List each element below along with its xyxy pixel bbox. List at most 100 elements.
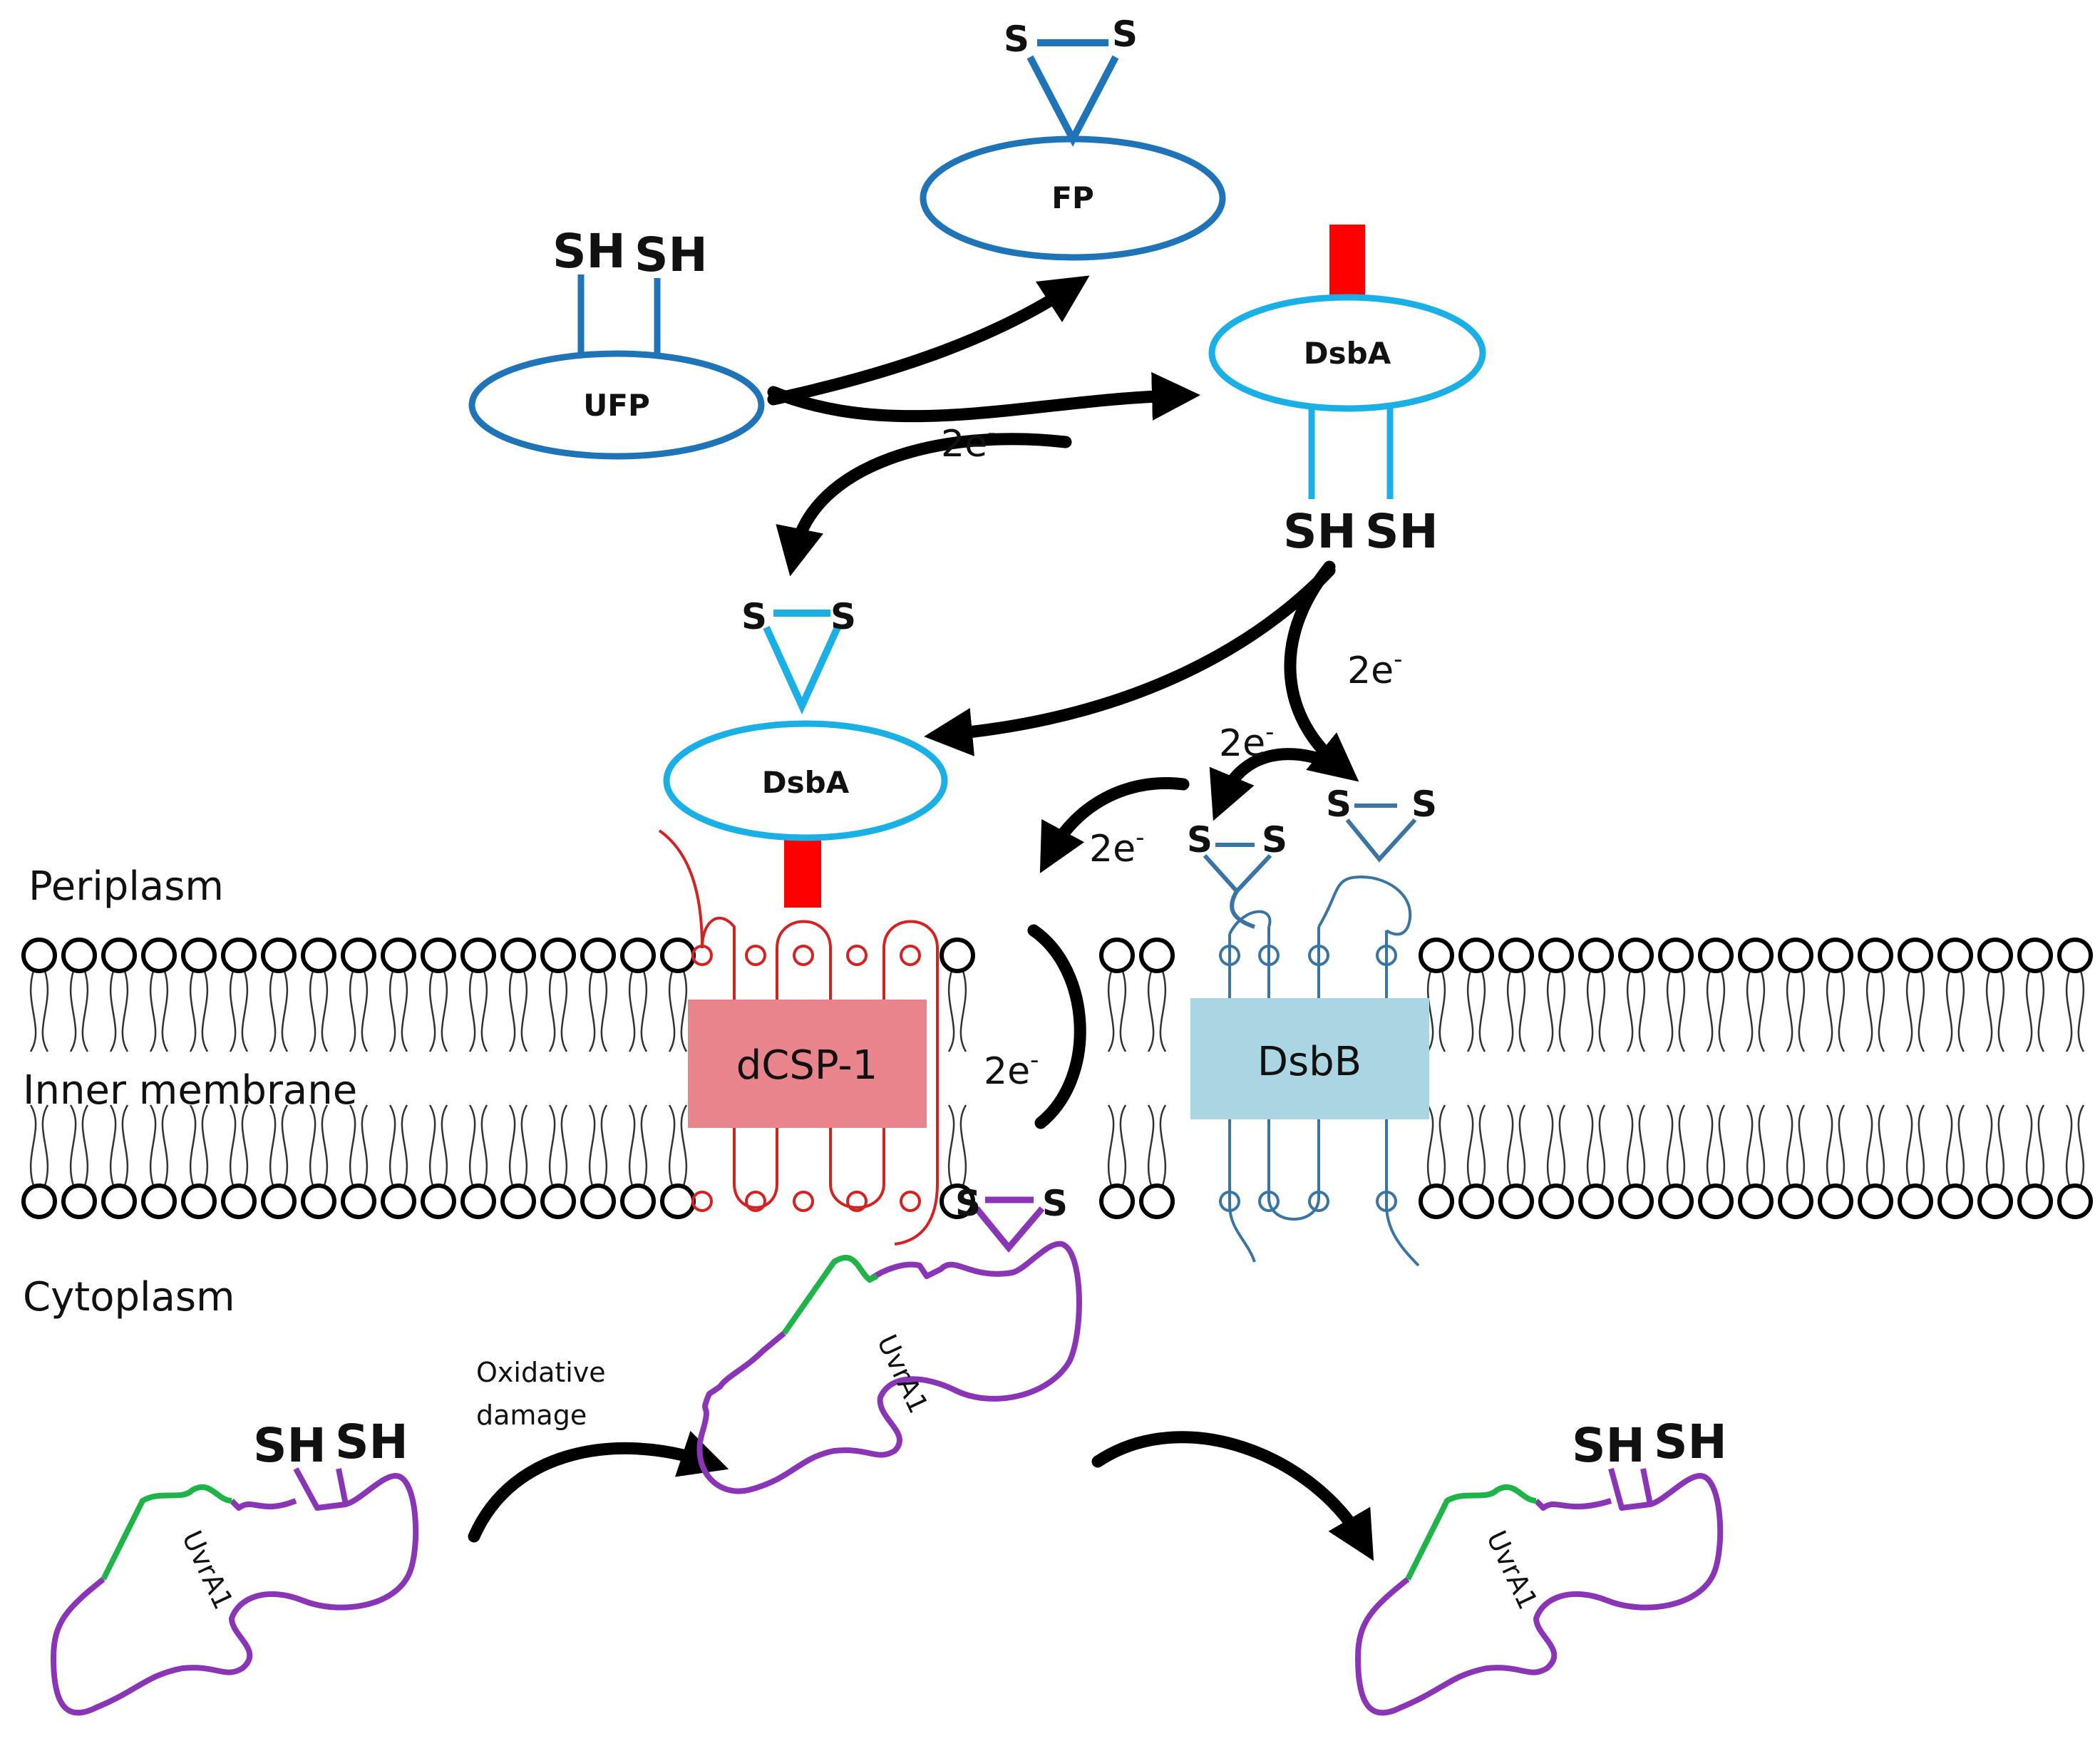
lipid-lower bbox=[1738, 1104, 1774, 1219]
lipid-upper bbox=[1658, 938, 1694, 1052]
uvra1-center-s-left: S bbox=[955, 1183, 981, 1224]
uvra1-left-green-segment bbox=[101, 1484, 232, 1581]
lipid-upper bbox=[1578, 938, 1614, 1052]
lipid-lower bbox=[61, 1104, 97, 1219]
dsbb-loops bbox=[1219, 945, 1397, 1212]
dsbb-left-s2: S bbox=[1262, 819, 1287, 861]
lipid-upper bbox=[460, 938, 496, 1052]
region-label-cytoplasm: Cytoplasm bbox=[23, 1274, 235, 1320]
lipid-upper bbox=[500, 938, 536, 1052]
uvra1-right-sh-right: SH bbox=[1654, 1415, 1727, 1469]
lipid-lower bbox=[1937, 1104, 1973, 1219]
lipid-lower bbox=[1578, 1104, 1614, 1219]
electron-label-dsbb: 2e- bbox=[1219, 718, 1274, 765]
dcsp1-loop bbox=[793, 945, 814, 966]
dsbb-left-s1: S bbox=[1187, 819, 1213, 861]
ufp-label: UFP bbox=[583, 388, 650, 423]
lipid-upper bbox=[1977, 938, 2013, 1052]
dsbb-loop bbox=[1376, 945, 1397, 966]
lipid-lower bbox=[1818, 1104, 1853, 1219]
uvra1-right: SH SH UvrA1 bbox=[1355, 1415, 1727, 1716]
lipid-lower bbox=[540, 1104, 576, 1219]
dcsp1-label: dCSP-1 bbox=[736, 1042, 878, 1089]
dcsp1-box bbox=[688, 1000, 927, 1128]
electron-label-top: 2e- bbox=[941, 419, 996, 466]
lipid-lower bbox=[301, 1104, 336, 1219]
dcsp1-loop bbox=[745, 1191, 766, 1212]
lipid-upper bbox=[1538, 938, 1574, 1052]
electron-label-left: 2e- bbox=[1089, 823, 1144, 871]
lipid-upper bbox=[1898, 938, 1933, 1052]
dcsp1-loop bbox=[900, 1191, 921, 1212]
dsbb-disulfide-left: S S bbox=[1187, 819, 1287, 929]
lipid-upper bbox=[381, 938, 416, 1052]
region-label-periplasm: Periplasm bbox=[29, 863, 224, 910]
uvra1-left-sh-right: SH bbox=[335, 1415, 408, 1469]
electron-labels: 2e- 2e- 2e- 2e- 2e- bbox=[941, 419, 1402, 1093]
lipid-lower bbox=[181, 1104, 217, 1219]
dsba-reduced-sh-right: SH bbox=[1365, 504, 1438, 559]
dcsp1-loop bbox=[691, 1191, 713, 1212]
dsbb-loop bbox=[1219, 1191, 1240, 1212]
arrow-dsba-reduced-to-dsbb bbox=[924, 564, 1336, 756]
arrow-ufp-to-fp bbox=[767, 275, 1090, 406]
arrow-ufp-to-dsba-reduced bbox=[767, 371, 1200, 423]
lipid-upper bbox=[61, 938, 97, 1052]
dsba-oxidized-s-right: S bbox=[830, 596, 856, 637]
lipid-lower bbox=[1778, 1104, 1813, 1219]
lipid-lower bbox=[1139, 1104, 1175, 1219]
lipid-lower bbox=[1658, 1104, 1694, 1219]
dsbb-right-s1: S bbox=[1326, 784, 1352, 825]
dsbb-periplasmic-loop bbox=[1317, 875, 1412, 936]
dcsp1-loop bbox=[846, 1191, 868, 1212]
dsbb-loop bbox=[1308, 1191, 1329, 1212]
uvra1-center-green-segment bbox=[781, 1254, 878, 1335]
lower-leaflet-lipids bbox=[21, 1104, 2093, 1219]
lipid-upper bbox=[341, 938, 376, 1052]
lipid-lower bbox=[261, 1104, 297, 1219]
uvra1-center-disulfide bbox=[974, 1196, 1045, 1253]
arrow-dsbb-right-to-left bbox=[1209, 748, 1347, 821]
lipid-lower bbox=[2057, 1104, 2093, 1219]
electron-label-right: 2e- bbox=[1347, 645, 1402, 692]
dsba-oxidized-label: DsbA bbox=[762, 765, 850, 800]
lipid-upper bbox=[1858, 938, 1893, 1052]
lipid-lower bbox=[1977, 1104, 2013, 1219]
lipid-upper bbox=[540, 938, 576, 1052]
uvra1-right-body bbox=[1355, 1467, 1724, 1716]
dsba-reduced-label: DsbA bbox=[1304, 336, 1391, 371]
lipid-upper bbox=[580, 938, 616, 1052]
lipid-lower bbox=[381, 1104, 416, 1219]
lipid-bilayer bbox=[21, 938, 2093, 1219]
lipid-lower bbox=[1458, 1104, 1494, 1219]
lipid-lower bbox=[500, 1104, 536, 1219]
oxidative-damage-line1: Oxidative bbox=[476, 1357, 606, 1388]
dsbb-loop bbox=[1376, 1191, 1397, 1212]
lipid-lower bbox=[580, 1104, 616, 1219]
lipid-upper bbox=[2057, 938, 2093, 1052]
dcsp1-loop bbox=[846, 945, 868, 966]
uvra1-left-body bbox=[51, 1467, 419, 1716]
lipid-upper bbox=[1818, 938, 1853, 1052]
arrow-left-to-center-uvra1 bbox=[468, 1431, 729, 1543]
lipid-lower bbox=[1538, 1104, 1574, 1219]
dsbb-loop bbox=[1219, 945, 1240, 966]
lipid-upper bbox=[181, 938, 217, 1052]
arrow-to-dsba-oxidized bbox=[776, 433, 1072, 577]
uvra1-right-label: UvrA1 bbox=[1481, 1526, 1544, 1614]
arrow-center-to-right-uvra1 bbox=[1091, 1431, 1374, 1561]
dsba-oxidized: S S DsbA bbox=[663, 596, 948, 841]
oxidative-damage-line2: damage bbox=[476, 1400, 587, 1431]
lipid-lower bbox=[1898, 1104, 1933, 1219]
dsba-reduced-red-tag bbox=[1329, 225, 1365, 297]
lipid-upper bbox=[301, 938, 336, 1052]
fp-s-right: S bbox=[1112, 14, 1138, 55]
lipid-lower bbox=[221, 1104, 257, 1219]
lipid-upper bbox=[101, 938, 137, 1052]
dsba-reduced-ellipse bbox=[1208, 294, 1486, 412]
dsbb-box bbox=[1190, 998, 1429, 1119]
uvra1-left-sh-left: SH bbox=[253, 1418, 326, 1473]
dcsp1-loop bbox=[691, 945, 713, 966]
dsbb-label: DsbB bbox=[1257, 1039, 1362, 1085]
